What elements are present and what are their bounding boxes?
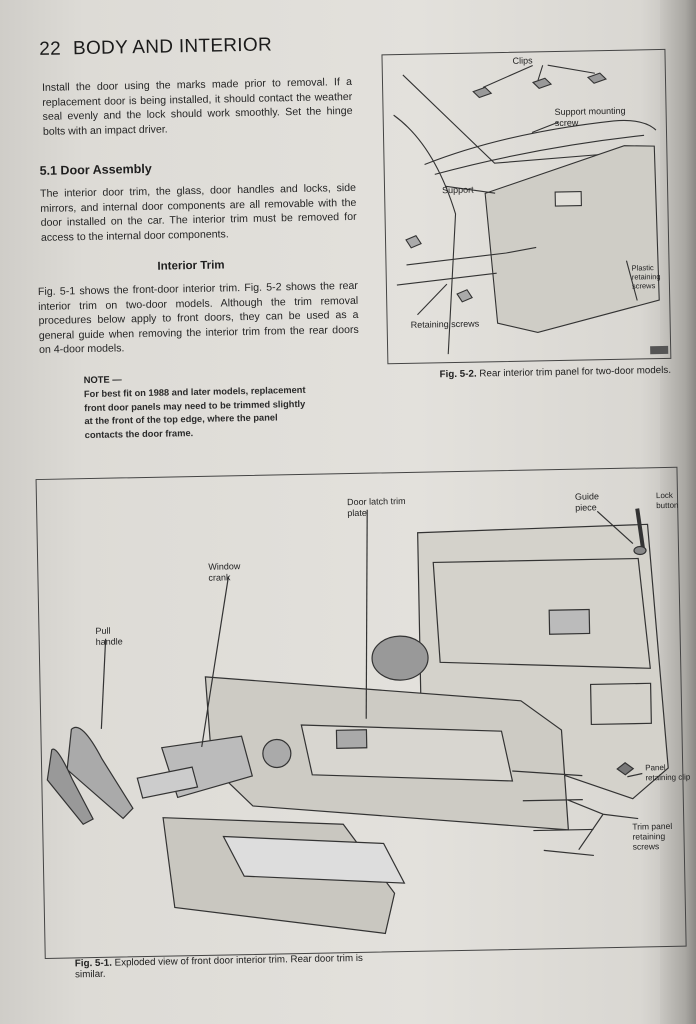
section-5-1-paragraph: The interior door trim, the glass, door … (39, 181, 357, 244)
figure-5-2-caption-text: Rear interior trim panel for two-door mo… (479, 364, 672, 380)
label-pull-handle: Pull handle (95, 625, 123, 647)
section-title: BODY AND INTERIOR (72, 34, 273, 60)
figure-5-2-caption-number: Fig. 5-2. (439, 368, 477, 381)
figure-5-1-caption-text: Exploded view of front door interior tri… (74, 952, 363, 981)
label-trim-panel-retaining-screws: Trim panel retaining screws (632, 820, 673, 852)
figure-5-2-frame (381, 48, 672, 365)
label-support-mounting-screw: Support mounting screw (554, 105, 626, 129)
label-clips: Clips (512, 55, 533, 66)
intro-paragraph: Install the door using the marks made pr… (41, 75, 353, 138)
label-guide-piece: Guide piece (574, 491, 600, 513)
interior-trim-paragraph: Fig. 5-1 shows the front-door interior t… (37, 279, 359, 357)
note-label: NOTE — (83, 373, 122, 386)
page-header: 22 BODY AND INTERIOR (39, 34, 272, 60)
interior-trim-heading: Interior Trim (157, 259, 225, 273)
page-number: 22 (39, 38, 62, 60)
figure-5-2-drawing (393, 64, 669, 355)
label-retaining-screws: Retaining screws (410, 318, 480, 330)
label-window-crank: Window crank (208, 561, 241, 583)
label-door-latch-trim-plate: Door latch trim plate (346, 495, 406, 519)
figure-5-2-caption: Fig. 5-2. Rear interior trim panel for t… (439, 364, 680, 381)
note-text: For best fit on 1988 and later models, r… (83, 384, 306, 440)
figure-5-1-frame (35, 466, 687, 959)
label-support: Support (441, 184, 474, 196)
label-plastic-retaining-screws: Plastic retaining screws (631, 263, 661, 291)
label-panel-retaining-clip: Panel retaining clip (645, 763, 691, 783)
figure-5-1-caption-number: Fig. 5-1. (74, 957, 112, 970)
figure-5-1-caption: Fig. 5-1. Exploded view of front door in… (75, 953, 375, 981)
figure-5-1-drawing (46, 508, 669, 935)
label-lock-button: Lock button (655, 490, 679, 511)
book-spine-shadow (660, 0, 696, 1024)
section-5-1-heading: 5.1 Door Assembly (39, 161, 152, 178)
